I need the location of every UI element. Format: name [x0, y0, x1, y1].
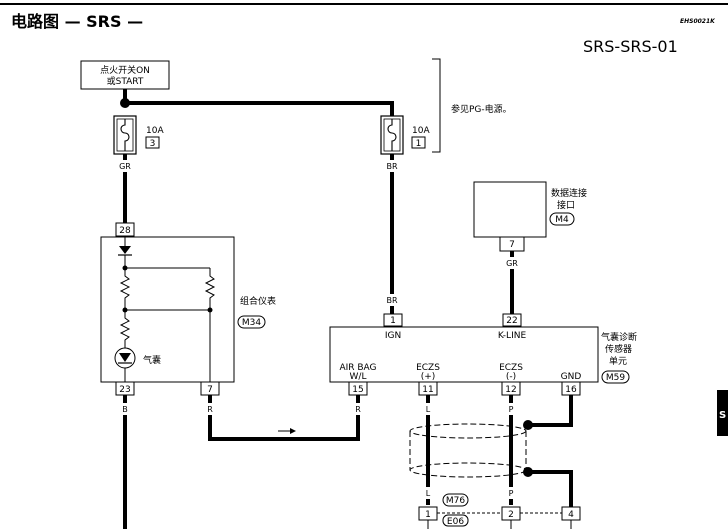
diagnosis-sensor-unit-box — [329, 326, 599, 383]
sensor-eczs-minus-label1: ECZS — [499, 363, 523, 373]
wire-p-label-top: P — [509, 405, 514, 414]
sensor-eczs-plus-label1: ECZS — [416, 363, 440, 373]
side-tab-letter: S — [719, 410, 726, 421]
fuse-left-rating: 10A — [146, 126, 164, 136]
diagram-code: SRS-SRS-01 — [583, 37, 678, 56]
dlc-connector-label: M4 — [555, 215, 569, 225]
meter-pin-out2-label: 7 — [207, 385, 213, 395]
bottom-connector-code-e — [442, 514, 469, 527]
sensor-kline-label: K-LINE — [498, 331, 527, 341]
bottom-connector-code-e-label: E06 — [447, 517, 464, 527]
wire-r-warning — [208, 395, 360, 441]
ignition-line1: 点火开关ON — [100, 64, 150, 76]
meter-name: 组合仪表 — [240, 295, 276, 307]
sensor-eczs-plus-label2: (+) — [421, 372, 436, 382]
page-title: 电路图 — SRS — — [11, 12, 143, 31]
shield-splice-bottom — [523, 467, 533, 477]
sensor-connector-code — [601, 370, 630, 384]
sensor-pin-11-label: 11 — [422, 385, 433, 395]
dlc-pin: 7 — [509, 240, 515, 250]
fuse-left: 10A 3 — [113, 115, 164, 155]
sensor-pin-16-label: 16 — [565, 385, 577, 395]
wire-kline-label: GR — [506, 259, 518, 268]
dlc-connector-code — [549, 212, 575, 226]
meter-connector-label: M34 — [242, 318, 261, 328]
sensor-eczs-minus-label2: (-) — [506, 372, 516, 382]
fuse-bracket — [432, 58, 441, 153]
sensor-gnd-label: GND — [561, 372, 582, 382]
fuse-right-rating: 10A — [412, 126, 430, 136]
wire-p-label-bottom: P — [509, 489, 514, 498]
resistor-3 — [204, 268, 216, 382]
header-rule — [0, 3, 728, 5]
sensor-pin-15-label: 15 — [352, 385, 363, 395]
fuse-right: 10A 1 — [380, 115, 430, 155]
bottom-connector-code-m-label: M76 — [446, 496, 465, 506]
sensor-ign-label: IGN — [385, 331, 401, 341]
sensor-pin-22-label: 22 — [506, 316, 517, 326]
meter-connector-code — [237, 315, 266, 329]
sensor-pin-12-label: 12 — [505, 385, 516, 395]
bottom-pin-1-label: 1 — [425, 510, 431, 520]
doc-code: EHS0021K — [680, 18, 716, 25]
diode-symbol — [119, 246, 131, 254]
signal-arrow-head — [290, 428, 296, 434]
side-tab — [717, 390, 728, 436]
wire-r-label-left: R — [207, 405, 213, 414]
wire-l-label-top: L — [426, 405, 431, 414]
sensor-airbag-label2: W/L — [350, 372, 367, 382]
sensor-name-line3: 单元 — [609, 355, 627, 367]
ignition-line2: 或START — [107, 75, 144, 87]
dlc-line1: 数据连接 — [551, 187, 587, 199]
fuse-right-number: 1 — [416, 139, 422, 149]
fuse-left-number: 3 — [150, 139, 156, 149]
sensor-pin-15 — [348, 381, 368, 396]
meter-pin-in-label: 28 — [119, 226, 131, 236]
wire-power-bus — [125, 101, 394, 116]
fuse-note: 参见PG-电源。 — [451, 103, 512, 115]
wire-gr-label: GR — [119, 162, 131, 171]
sensor-name-line2: 传感器 — [605, 343, 632, 355]
wire-b-label: B — [122, 405, 128, 414]
sensor-pin-1-label: 1 — [390, 316, 396, 326]
resistor-2 — [119, 310, 131, 348]
sensor-airbag-label1: AIR BAG — [339, 363, 376, 373]
sensor-name-line1: 气囊诊断 — [601, 331, 637, 343]
data-link-connector-box — [473, 181, 547, 238]
wire-gnd-shield — [528, 395, 573, 427]
sensor-pin-22 — [502, 313, 522, 327]
airbag-lamp-label: 气囊 — [143, 354, 161, 366]
dlc-line2: 接口 — [557, 199, 575, 211]
bottom-pin-4-label: 4 — [568, 510, 574, 520]
meter-pin-out1-label: 23 — [119, 385, 130, 395]
bottom-connector-code-m — [442, 493, 469, 507]
wire-l-label-bottom: L — [426, 489, 431, 498]
wire-gnd-lower — [528, 470, 573, 507]
wire-br-label-bottom: BR — [386, 296, 397, 305]
meter-pin-in — [115, 222, 135, 237]
wire-r-label-right: R — [355, 405, 361, 414]
bottom-pin-2-label: 2 — [508, 510, 514, 520]
wire-br-label-top: BR — [386, 162, 397, 171]
resistor-1 — [119, 268, 131, 310]
sensor-pin-1 — [383, 313, 403, 327]
shield-splice-top — [523, 420, 533, 430]
sensor-connector-label: M59 — [606, 373, 625, 383]
